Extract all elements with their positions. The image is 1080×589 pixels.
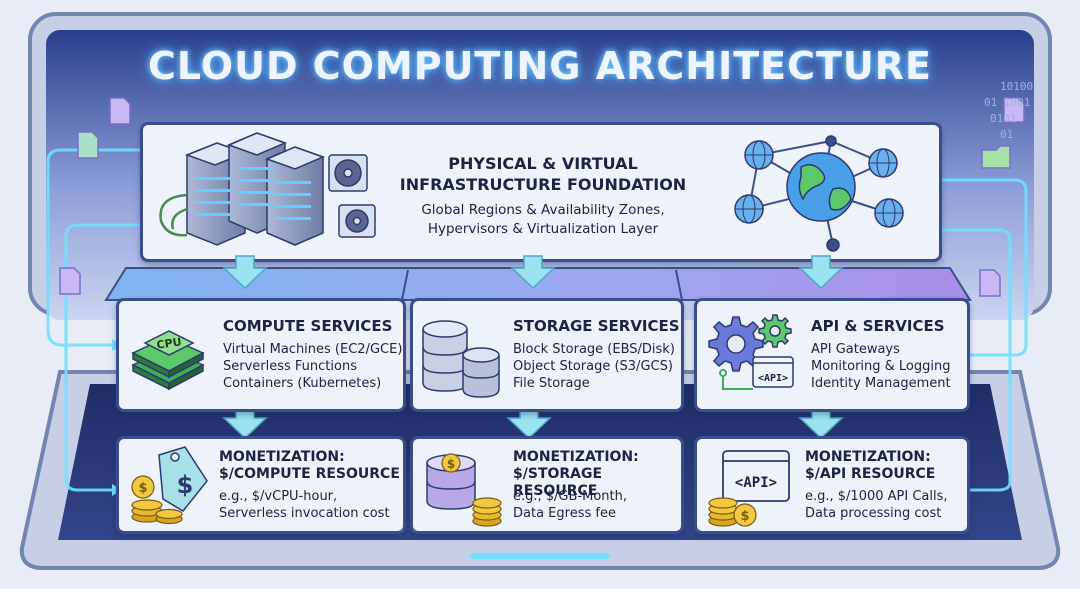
binary-text-1: 10100 (1000, 80, 1034, 93)
storage-heading: STORAGE SERVICES (513, 317, 680, 335)
monetization-api-detail-2: Data processing cost (805, 506, 942, 521)
compute-line-3: Containers (Kubernetes) (223, 376, 382, 391)
api-label-large: <API> (735, 475, 777, 491)
monetization-compute-detail-2: Serverless invocation cost (219, 506, 390, 521)
api-line-3: Identity Management (811, 376, 951, 391)
monetization-api-detail-1: e.g., $/1000 API Calls, (805, 489, 948, 504)
price-tag-coins-icon: $ $ (131, 446, 208, 525)
storage-services-card: STORAGE SERVICES Block Storage (EBS/Disk… (410, 298, 684, 412)
globe-network-icon (734, 135, 904, 252)
storage-coin-dollar: $ (447, 457, 455, 471)
api-heading: API & SERVICES (811, 317, 945, 335)
tier-strip (104, 267, 972, 301)
foundation-heading-line2: INFRASTRUCTURE FOUNDATION (399, 175, 687, 194)
monetization-compute-card: $ $ MONETIZATION: $/COMPUTE RESOURCE e.g… (116, 436, 406, 534)
storage-line-3: File Storage (513, 376, 590, 391)
monetization-api-line1: MONETIZATION: (805, 449, 931, 465)
coin-dollar: $ (138, 481, 147, 496)
api-label-small: <API> (758, 373, 788, 384)
storage-line-2: Object Storage (S3/GCS) (513, 359, 673, 374)
api-line-1: API Gateways (811, 342, 900, 357)
monetization-api-card: <API> $ MONETIZATION: $/API RESOURCE e.g… (694, 436, 970, 534)
binary-text-2: 01 1001 (984, 96, 1031, 109)
tag-dollar: $ (177, 471, 194, 499)
monetization-api-line2: $/API RESOURCE (805, 466, 936, 482)
compute-line-1: Virtual Machines (EC2/GCE) (223, 342, 403, 357)
api-services-card: <API> API & SERVICES API Gateways Monito… (694, 298, 970, 412)
api-coin-dollar: $ (740, 509, 749, 524)
binary-text-4: 01 (1000, 128, 1014, 141)
cpu-label: CPU (156, 335, 183, 351)
foundation-line1: Global Regions & Availability Zones, (421, 202, 665, 218)
monetization-storage-line2: $/STORAGE RESOURCE (513, 466, 603, 499)
database-icon (422, 320, 500, 398)
binary-text-3: 0101 (990, 112, 1017, 125)
foundation-line2: Hypervisors & Virtualization Layer (427, 221, 659, 237)
circuit-lines (46, 148, 1028, 492)
api-window-coins-icon: <API> $ (708, 450, 790, 527)
api-line-2: Monitoring & Logging (811, 359, 951, 374)
gear-api-icon: <API> (708, 314, 794, 390)
tablet-slot (470, 553, 610, 559)
monetization-compute-detail-1: e.g., $/vCPU-hour, (219, 489, 338, 504)
server-rack-icon (159, 132, 376, 246)
monetization-storage-card: $ MONETIZATION: $/STORAGE RESOURCE e.g.,… (410, 436, 684, 534)
storage-line-1: Block Storage (EBS/Disk) (513, 342, 675, 357)
monetization-storage-detail-1: e.g., $/GB-Month, (513, 489, 627, 504)
monetization-storage-detail-2: Data Egress fee (513, 506, 616, 521)
monetization-compute-line1: MONETIZATION: (219, 449, 345, 465)
cpu-chip-icon: CPU (131, 330, 205, 391)
foundation-heading-line1: PHYSICAL & VIRTUAL (448, 154, 638, 173)
compute-services-card: CPU COMPUTE SERVICES Virtual Machines (E… (116, 298, 406, 412)
monetization-storage-line1: MONETIZATION: (513, 449, 639, 465)
foundation-card: PHYSICAL & VIRTUAL INFRASTRUCTURE FOUNDA… (140, 122, 942, 262)
compute-heading: COMPUTE SERVICES (223, 317, 393, 335)
compute-line-2: Serverless Functions (223, 359, 357, 374)
storage-coins-icon: $ (426, 453, 502, 527)
document-icons (59, 97, 1025, 297)
monetization-compute-line2: $/COMPUTE RESOURCE (219, 466, 400, 482)
diagram-title: CLOUD COMPUTING ARCHITECTURE (148, 44, 932, 88)
